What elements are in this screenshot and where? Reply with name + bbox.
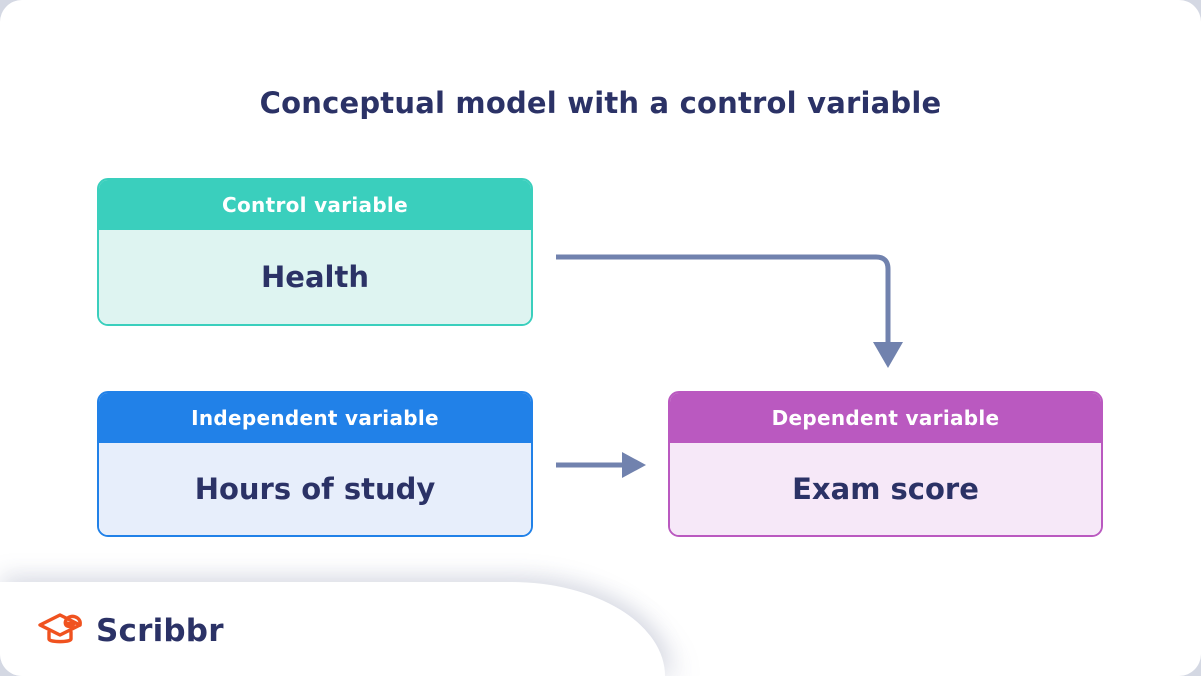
scribbr-logo: Scribbr <box>36 609 224 653</box>
independent-variable-header: Independent variable <box>99 393 531 443</box>
independent-variable-value: Hours of study <box>99 443 531 535</box>
control-variable-box: Control variable Health <box>97 178 533 326</box>
independent-to-dependent-arrow <box>556 452 646 478</box>
dependent-variable-header: Dependent variable <box>670 393 1101 443</box>
graduation-cap-icon <box>38 613 82 644</box>
control-variable-header: Control variable <box>99 180 531 230</box>
dependent-variable-value: Exam score <box>670 443 1101 535</box>
arrowhead-right-icon <box>622 452 646 478</box>
control-variable-value: Health <box>99 230 531 324</box>
logo-wordmark: Scribbr <box>96 613 224 649</box>
dependent-variable-box: Dependent variable Exam score <box>668 391 1103 537</box>
page-title: Conceptual model with a control variable <box>259 86 942 120</box>
control-to-dependent-arrow <box>556 254 903 368</box>
arrowhead-down-icon <box>873 342 903 368</box>
independent-variable-box: Independent variable Hours of study <box>97 391 533 537</box>
footer-flap: Scribbr <box>0 582 665 676</box>
